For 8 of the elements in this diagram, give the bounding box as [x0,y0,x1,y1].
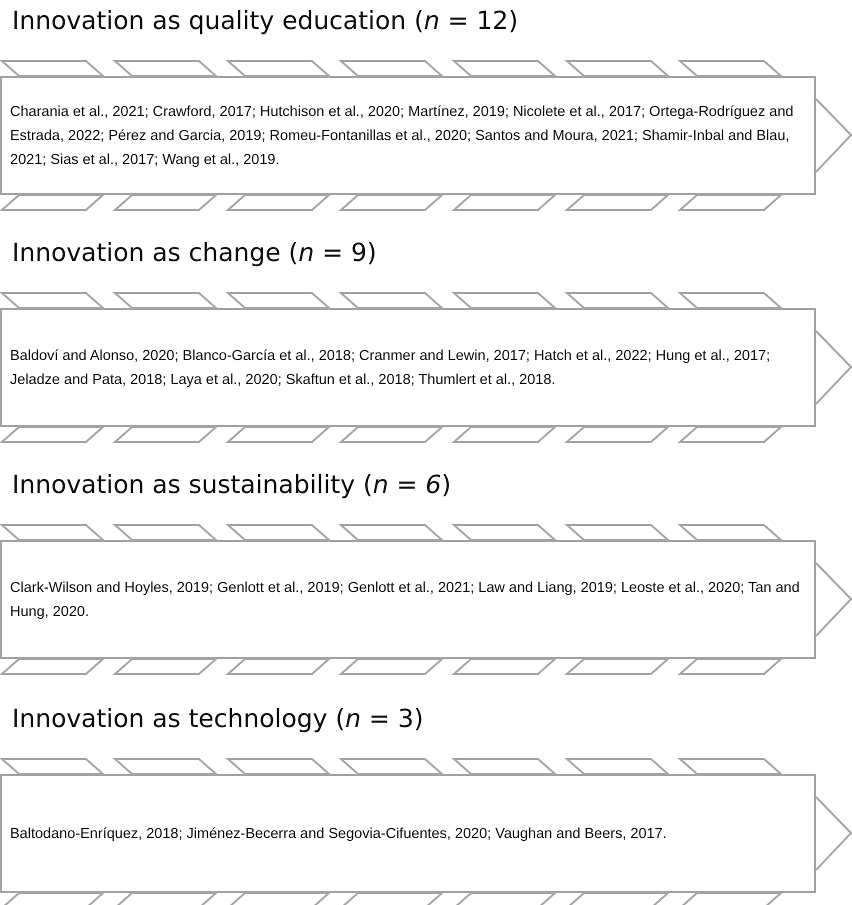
category-heading: Innovation as change (n = 9) [12,238,377,267]
citation-list: Clark-Wilson and Hoyles, 2019; Genlott et al., 2019; Genlott et al., 2021; Law and Liang, 2019; Leoste et al., 2020; Tan and Hung, 2020. [10,576,806,624]
citation-list: Baltodano-Enríquez, 2018; Jiménez-Becerra and Segovia-Cifuentes, 2020; Vaughan and Beers, 2017. [10,822,806,846]
citation-list: Charania et al., 2021; Crawford, 2017; Hutchison et al., 2020; Martínez, 2019; Nicolete et al., 2017; Ortega-Rodríguez and Estrada, 2022; Pérez and Garcia, 2019; Romeu-Fontanillas et al., 2020; Santos and Moura, 2021; Shamir-Inbal and Blau, 2021; Sias et al., 2017; Wang et al., 2019. [10,100,806,172]
category-heading: Innovation as sustainability (n = 6) [12,470,452,499]
category-heading: Innovation as quality education (n = 12) [12,6,518,35]
category-heading: Innovation as technology (n = 3) [12,704,424,733]
citation-list: Baldoví and Alonso, 2020; Blanco-García et al., 2018; Cranmer and Lewin, 2017; Hatch et al., 2022; Hung et al., 2017; Jeladze and Pata, 2018; Laya et al., 2020; Skaftun et al., 2018; Thumlert et al., 2018. [10,344,806,392]
